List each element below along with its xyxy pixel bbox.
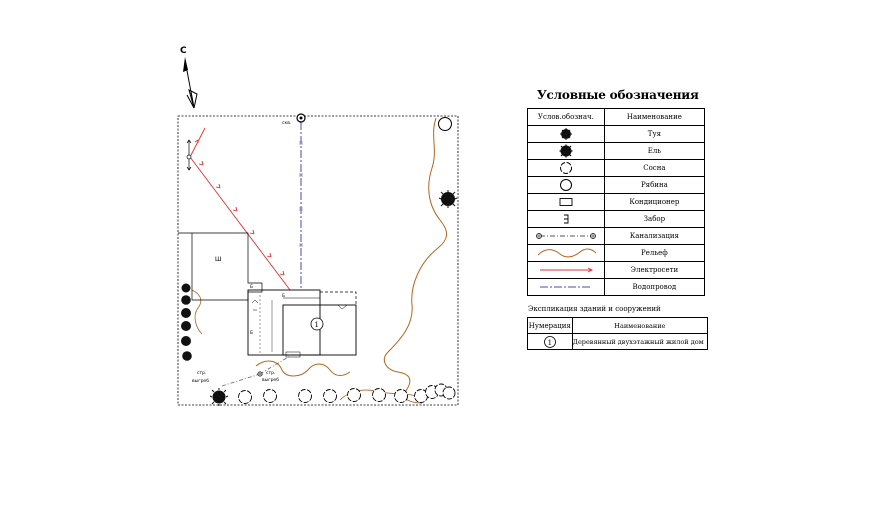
legend-row: Туя xyxy=(527,125,706,143)
explication-table: Нумерация Наименование 1 Деревянный двух… xyxy=(527,317,709,350)
spruce-icon xyxy=(559,144,573,158)
power-line xyxy=(189,127,291,291)
legend-row: Рельеф xyxy=(527,244,706,262)
legend-row: Кондиционер xyxy=(527,193,706,211)
explication-name: Деревянный двухэтажный жилой дом xyxy=(571,333,709,350)
svg-text:выгреб: выгреб xyxy=(262,377,279,383)
legend-row: Ель xyxy=(527,142,706,160)
svg-text:выгреб: выгреб xyxy=(192,378,209,384)
rowan-tree xyxy=(438,117,452,131)
spruce-tree-right xyxy=(438,190,458,208)
outlet-right-label: стр. выгреб xyxy=(262,371,279,383)
well-icon xyxy=(296,113,306,123)
house-side-mark-2: Б xyxy=(250,330,253,336)
legend-name: Туя xyxy=(603,125,706,143)
svg-text:стр.: стр. xyxy=(197,371,206,376)
water-line-marks xyxy=(299,141,303,247)
outbuilding xyxy=(178,232,263,301)
legend-name: Сосна xyxy=(603,159,706,177)
building-number-marker: 1 xyxy=(310,317,324,331)
explication-header-name: Наименование xyxy=(571,317,709,334)
air-conditioner-icon xyxy=(559,198,573,206)
legend-header-row: Услов.обознач. Наименование xyxy=(527,108,706,126)
power-line-icon xyxy=(539,267,593,273)
explication-row: 1 Деревянный двухэтажный жилой дом xyxy=(527,333,709,350)
north-label: С xyxy=(180,46,187,56)
sewer-line xyxy=(221,355,291,387)
power-pole xyxy=(186,139,192,171)
outlet-left-label: стр. выгреб xyxy=(192,371,209,384)
legend-header-name: Наименование xyxy=(603,108,706,126)
legend-name: Рябина xyxy=(603,176,706,194)
north-arrow: С xyxy=(180,46,198,109)
rowan-icon xyxy=(559,179,572,191)
legend-table: Услов.обознач. Наименование Туя Ель Сосн… xyxy=(527,108,706,296)
legend-name: Водопровод xyxy=(603,278,706,296)
pine-icon xyxy=(559,162,572,174)
legend-row: Рябина xyxy=(527,176,706,194)
thuja-trees xyxy=(181,283,192,361)
sewer-line-icon xyxy=(536,233,596,239)
legend-row: Водопровод xyxy=(527,278,706,296)
legend-row: Сосна xyxy=(527,159,706,177)
legend-row: Электросети xyxy=(527,261,706,279)
legend-name: Электросети xyxy=(603,261,706,279)
fence-icon xyxy=(563,214,569,224)
legend-name: Забор xyxy=(603,210,706,228)
svg-text:стр.: стр. xyxy=(266,371,275,376)
relief-line-icon xyxy=(537,248,597,258)
water-line-icon xyxy=(539,286,592,288)
svg-text:1: 1 xyxy=(315,321,319,329)
outbuilding-label: Ш xyxy=(215,256,221,263)
thuja-icon xyxy=(559,128,572,140)
explication-title: Экспликация зданий и сооружений xyxy=(528,305,661,313)
well-label: скв. xyxy=(282,121,291,126)
legend-name: Ель xyxy=(603,142,706,160)
legend-name: Рельеф xyxy=(603,244,706,262)
legend-row: Забор xyxy=(527,210,706,228)
svg-text:1: 1 xyxy=(547,339,551,347)
pine-trees xyxy=(238,383,456,404)
legend-row: Канализация xyxy=(527,227,706,245)
relief-line-bottom xyxy=(255,360,351,377)
explication-header-number: Нумерация xyxy=(527,317,573,334)
lot-boundary xyxy=(177,115,459,406)
explication-header-row: Нумерация Наименование xyxy=(527,317,709,334)
building-number-circle: 1 xyxy=(543,335,556,348)
house xyxy=(247,289,357,358)
relief-line-left xyxy=(191,289,203,335)
house-side-mark-3: Б xyxy=(282,293,285,299)
legend-title: Условные обозначения xyxy=(537,88,699,102)
legend-name: Канализация xyxy=(603,227,706,245)
legend-header-symbol: Услов.обознач. xyxy=(527,108,605,126)
legend-name: Кондиционер xyxy=(603,193,706,211)
house-side-mark-1: Б xyxy=(250,284,253,290)
relief-line-right xyxy=(383,117,447,404)
spruce-tree-bottom xyxy=(209,388,229,406)
